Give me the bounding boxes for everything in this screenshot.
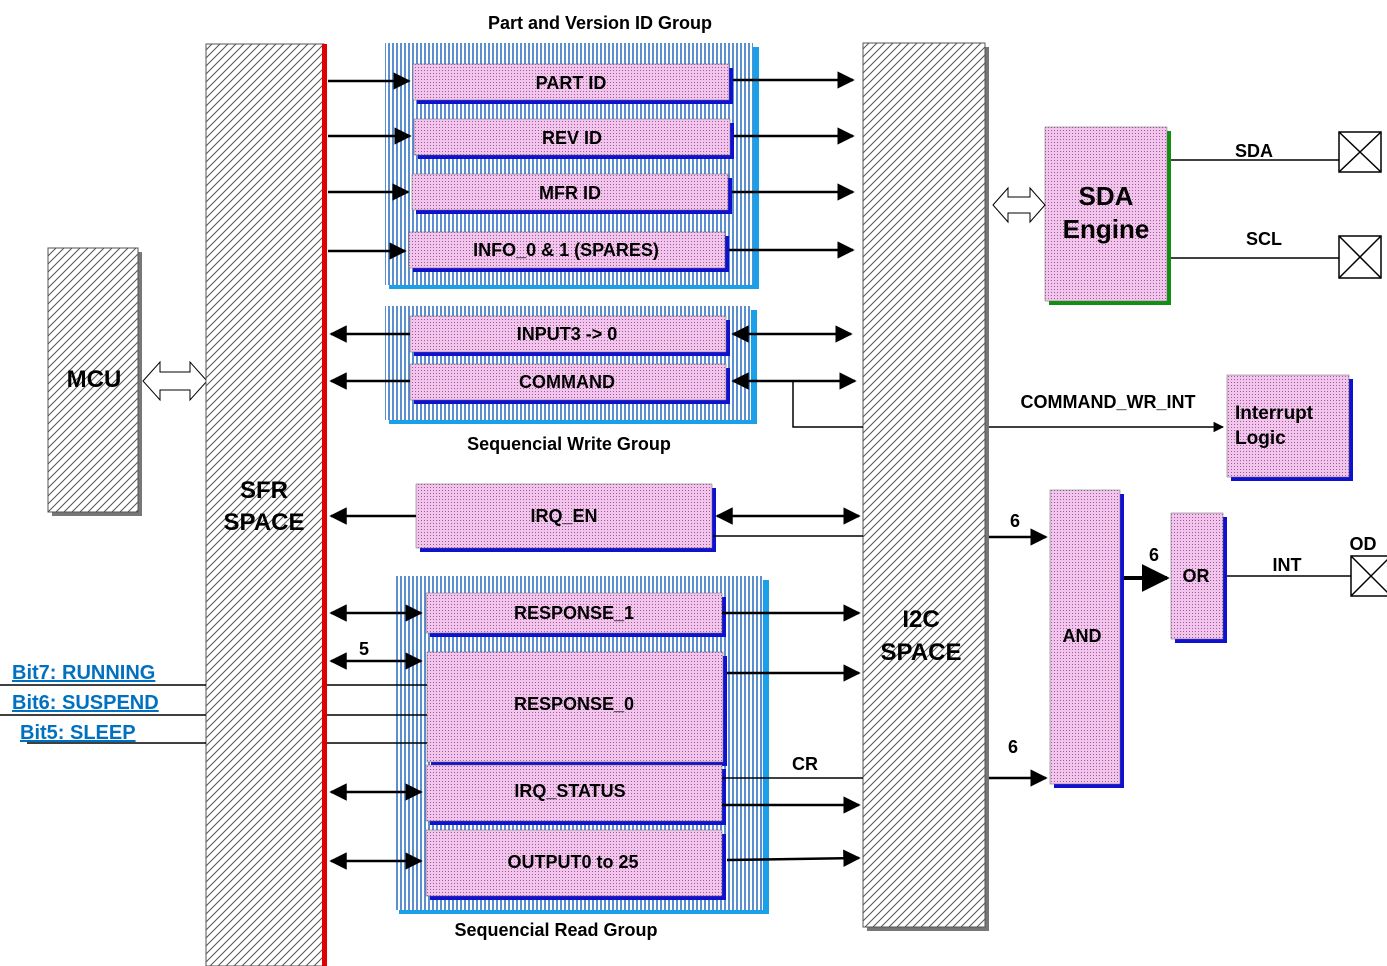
register-part-id: PART ID	[412, 63, 733, 104]
seq-write-group-title: Sequencial Write Group	[467, 434, 671, 454]
register-response-1: RESPONSE_1	[425, 592, 726, 637]
command-label: COMMAND	[519, 372, 615, 392]
sda-engine-line2: Engine	[1063, 214, 1150, 244]
register-mfr-id: MFR ID	[411, 173, 732, 214]
mfr-id-label: MFR ID	[539, 183, 601, 203]
bus-width-top-label: 6	[1010, 511, 1020, 531]
sda-signal-label: SDA	[1235, 141, 1273, 161]
scl-signal-label: SCL	[1246, 229, 1282, 249]
command-wr-int-label: COMMAND_WR_INT	[1021, 392, 1196, 412]
int-pin-icon	[1350, 555, 1387, 597]
register-irq-en: IRQ_EN	[415, 483, 716, 552]
mcu-sfr-hollow-arrow	[142, 360, 208, 402]
part-version-group-title: Part and Version ID Group	[488, 13, 712, 33]
bus-width-bottom-label: 6	[1008, 737, 1018, 757]
and-block: AND	[1049, 489, 1124, 788]
seq-read-group-title: Sequencial Read Group	[454, 920, 657, 940]
int-signal-label: INT	[1273, 555, 1302, 575]
register-response-0: RESPONSE_0	[426, 651, 727, 766]
irq-status-label: IRQ_STATUS	[514, 781, 625, 801]
sda-pin-icon	[1338, 131, 1382, 173]
part-id-label: PART ID	[536, 73, 607, 93]
register-output: OUTPUT0 to 25	[425, 829, 726, 900]
response-1-label: RESPONSE_1	[514, 603, 634, 623]
sfr-label-line2: SPACE	[224, 509, 305, 536]
i2c-label-line1: I2C	[902, 606, 939, 633]
status-bit6-label: Bit6: SUSPEND	[12, 692, 159, 714]
info-label: INFO_0 & 1 (SPARES)	[473, 240, 659, 260]
od-label: OD	[1350, 534, 1377, 554]
response-0-label: RESPONSE_0	[514, 694, 634, 714]
output-label: OUTPUT0 to 25	[507, 852, 638, 872]
interrupt-label-line1: Interrupt	[1235, 403, 1314, 424]
and-label: AND	[1063, 626, 1102, 646]
sfr-space-block: SFR SPACE	[205, 43, 327, 966]
i2c-space-block: I2C SPACE	[862, 42, 989, 931]
rev-id-label: REV ID	[542, 128, 602, 148]
mcu-label: MCU	[67, 366, 122, 393]
scl-pin-icon	[1338, 235, 1382, 279]
interrupt-logic-block: Interrupt Logic	[1226, 374, 1353, 481]
or-label: OR	[1183, 566, 1210, 586]
input-label: INPUT3 -> 0	[517, 324, 618, 344]
sfr-bus-bar	[322, 44, 327, 966]
register-input: INPUT3 -> 0	[409, 315, 730, 356]
status-bit7-label: Bit7: RUNNING	[12, 662, 155, 684]
register-irq-status: IRQ_STATUS	[425, 764, 726, 825]
mcu-block: MCU	[47, 247, 142, 516]
bus-width-five-label: 5	[359, 639, 369, 659]
connection-lines	[328, 71, 1225, 870]
register-info: INFO_0 & 1 (SPARES)	[408, 231, 729, 272]
register-command: COMMAND	[409, 363, 730, 404]
irq-en-label: IRQ_EN	[530, 506, 597, 526]
interrupt-label-line2: Logic	[1235, 428, 1286, 449]
or-block: OR	[1170, 512, 1227, 643]
sda-engine-line1: SDA	[1079, 181, 1134, 211]
register-rev-id: REV ID	[413, 118, 734, 159]
status-bit5-label: Bit5: SLEEP	[20, 722, 136, 744]
sfr-label-line1: SFR	[240, 477, 288, 504]
bus-width-mid-label: 6	[1149, 545, 1159, 565]
cr-label: CR	[792, 754, 818, 774]
thin-lines	[0, 159, 1351, 779]
i2c-label-line2: SPACE	[881, 639, 962, 666]
i2c-sda-hollow-arrow	[992, 186, 1046, 224]
sda-engine-block: SDA Engine	[1044, 126, 1171, 305]
